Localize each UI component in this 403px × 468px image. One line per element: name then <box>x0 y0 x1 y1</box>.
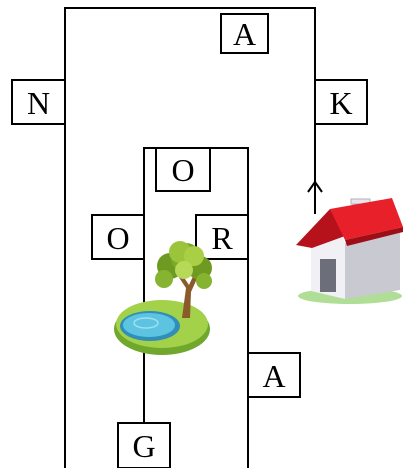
letter-box-inner-right: R <box>195 214 249 260</box>
letter-inner-top: O <box>171 152 194 188</box>
letter-inner-left: O <box>106 220 129 256</box>
letter-bottom: G <box>132 428 155 464</box>
up-arrow-icon <box>307 180 323 214</box>
letter-box-top: A <box>220 13 269 54</box>
letter-box-inner-top: O <box>155 147 211 192</box>
letter-lower-right: A <box>262 358 285 394</box>
tree-pond-icon <box>114 241 212 355</box>
letter-box-lower-right: A <box>247 352 301 398</box>
letter-left: N <box>27 85 50 121</box>
letter-box-right: K <box>314 79 368 125</box>
letter-inner-right: R <box>211 220 233 256</box>
letter-right: K <box>329 85 352 121</box>
letter-box-inner-left: O <box>91 214 145 260</box>
letter-box-bottom: G <box>117 422 171 468</box>
house-icon <box>296 198 403 304</box>
letter-top: A <box>233 16 256 52</box>
letter-box-left: N <box>11 79 66 125</box>
